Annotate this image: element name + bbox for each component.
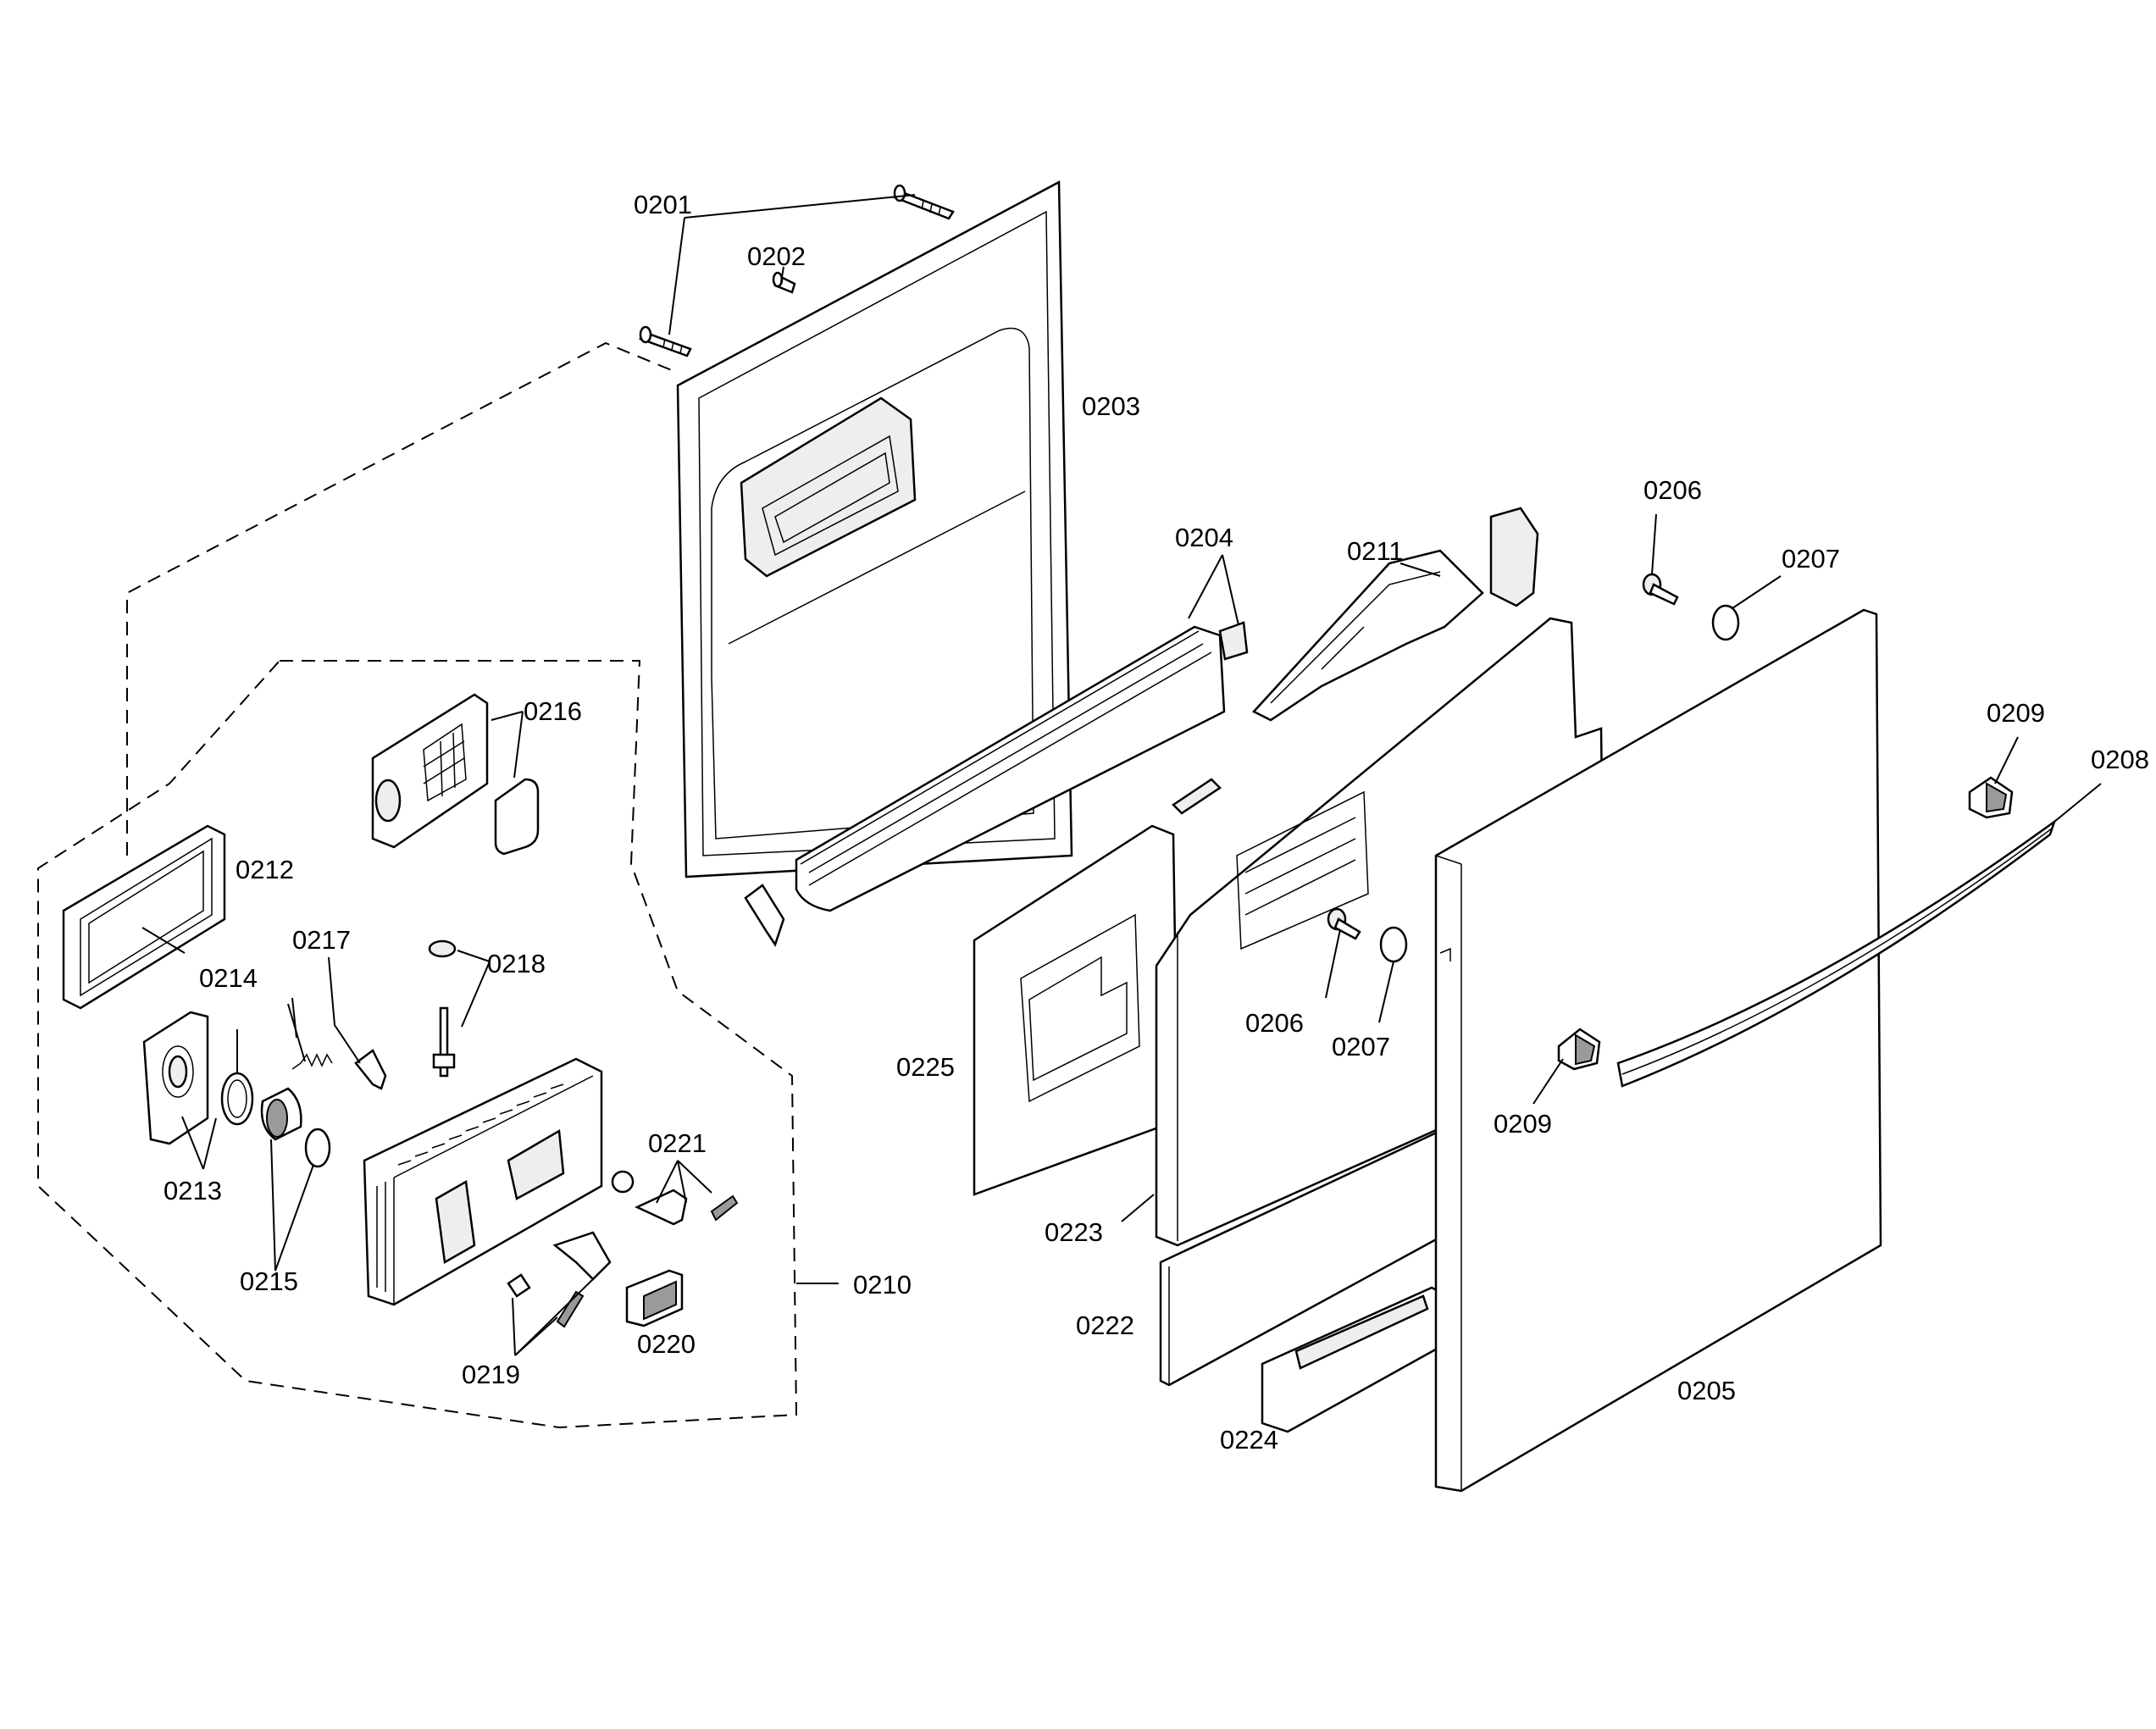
washer-0207-right (1711, 604, 1740, 641)
label-0216: 0216 (524, 696, 582, 726)
label-0211: 0211 (1347, 536, 1404, 566)
assembly-boundary-0210 (37, 660, 798, 1429)
bottom-seal-strip (744, 621, 1249, 947)
inner-door-panel (676, 180, 1073, 878)
label-0212: 0212 (236, 855, 294, 884)
label-0207-middle: 0207 (1332, 1032, 1390, 1061)
label-0215: 0215 (240, 1266, 298, 1296)
label-0221: 0221 (648, 1128, 707, 1158)
dispenser-lid-frame (62, 824, 226, 1010)
ring-0215 (304, 1128, 331, 1168)
ball-0221 (611, 1170, 635, 1194)
screw-0201-left (639, 325, 692, 357)
leader-lines (141, 194, 2102, 1356)
spring-0221 (710, 1194, 739, 1222)
label-0201: 0201 (634, 190, 692, 219)
switch-0220 (625, 1269, 684, 1327)
screw-0202 (772, 271, 796, 294)
leader-0212-dashed (126, 341, 679, 856)
dispenser-cover-0213 (142, 1011, 209, 1145)
label-0222: 0222 (1076, 1311, 1134, 1340)
gasket-0216 (494, 778, 540, 856)
screw-0201-top (893, 184, 955, 220)
label-0218: 0218 (487, 949, 546, 978)
label-0205: 0205 (1677, 1376, 1736, 1405)
label-0203: 0203 (1082, 391, 1140, 421)
latch-bracket (1251, 507, 1539, 722)
label-0207-right: 0207 (1782, 544, 1840, 574)
ring-0214-inner (227, 1079, 247, 1118)
lever-0221 (635, 1189, 688, 1226)
screw-0206-middle (1327, 907, 1361, 940)
dispenser-body (363, 1057, 603, 1306)
latch-0219 (552, 1231, 612, 1281)
plug-0215 (260, 1087, 302, 1141)
label-0206-middle: 0206 (1245, 1008, 1304, 1038)
label-0209-left: 0209 (1494, 1109, 1552, 1139)
label-0224: 0224 (1220, 1425, 1278, 1455)
label-0220: 0220 (637, 1329, 696, 1359)
end-cap-0209-left (1557, 1028, 1601, 1071)
label-0219: 0219 (462, 1360, 520, 1389)
rinse-aid-cap (371, 693, 489, 849)
label-0214: 0214 (199, 963, 258, 993)
label-0210: 0210 (853, 1270, 912, 1300)
label-0217: 0217 (292, 925, 351, 955)
door-handle (1616, 818, 2057, 1088)
lever-0217 (354, 1049, 387, 1090)
end-cap-0209-right (1968, 776, 2014, 819)
label-0206-right: 0206 (1643, 475, 1702, 505)
washer-0207-middle (1379, 926, 1408, 963)
label-0213: 0213 (164, 1176, 222, 1205)
label-0225: 0225 (896, 1052, 955, 1082)
spring-0217 (291, 1053, 333, 1070)
ring-0214 (220, 1072, 254, 1126)
label-0204: 0204 (1175, 523, 1233, 552)
label-0208: 0208 (2091, 745, 2149, 774)
label-0209-right: 0209 (1987, 698, 2045, 728)
screw-0206-right (1642, 573, 1679, 606)
label-0223: 0223 (1045, 1217, 1103, 1247)
label-0202: 0202 (747, 241, 806, 271)
clip-0219 (507, 1273, 531, 1298)
insulation-panel (973, 824, 1179, 1196)
plunger-0218 (428, 939, 457, 1078)
